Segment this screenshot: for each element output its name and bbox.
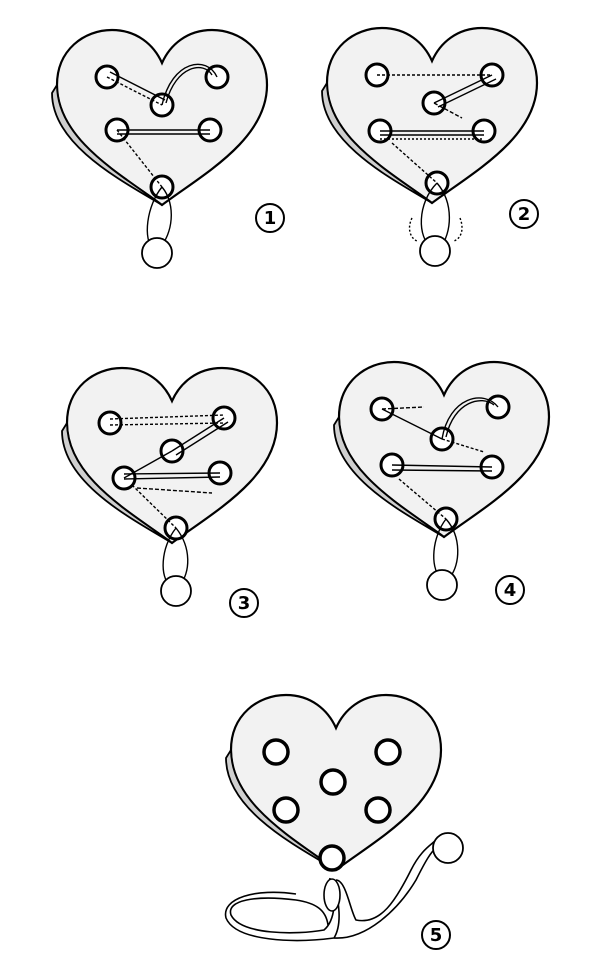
lacing-hole (274, 798, 298, 822)
step-4-figure (334, 362, 549, 600)
step-number: 2 (518, 204, 531, 225)
step-4-badge: 4 (496, 576, 524, 604)
step-3-figure (62, 368, 277, 606)
step-5-figure (226, 695, 463, 940)
step-2-figure (322, 28, 537, 266)
lacing-hole (376, 740, 400, 764)
lacing-hole (366, 798, 390, 822)
lacing-hole (321, 770, 345, 794)
lacing-hole (99, 412, 121, 434)
step-number: 4 (504, 580, 517, 601)
step-number: 5 (430, 925, 443, 946)
lace-bead (427, 570, 457, 600)
step-3-badge: 3 (230, 589, 258, 617)
step-1-figure (52, 30, 267, 268)
step-number: 3 (238, 593, 251, 614)
lace-bead (420, 236, 450, 266)
step-1-badge: 1 (256, 204, 284, 232)
lace-bead (433, 833, 463, 863)
step-5-badge: 5 (422, 921, 450, 949)
lace-bead (161, 576, 191, 606)
step-number: 1 (264, 208, 277, 229)
lacing-hole (320, 846, 344, 870)
lace-knot (324, 879, 340, 911)
lacing-hole (264, 740, 288, 764)
lace-bead (142, 238, 172, 268)
step-2-badge: 2 (510, 200, 538, 228)
